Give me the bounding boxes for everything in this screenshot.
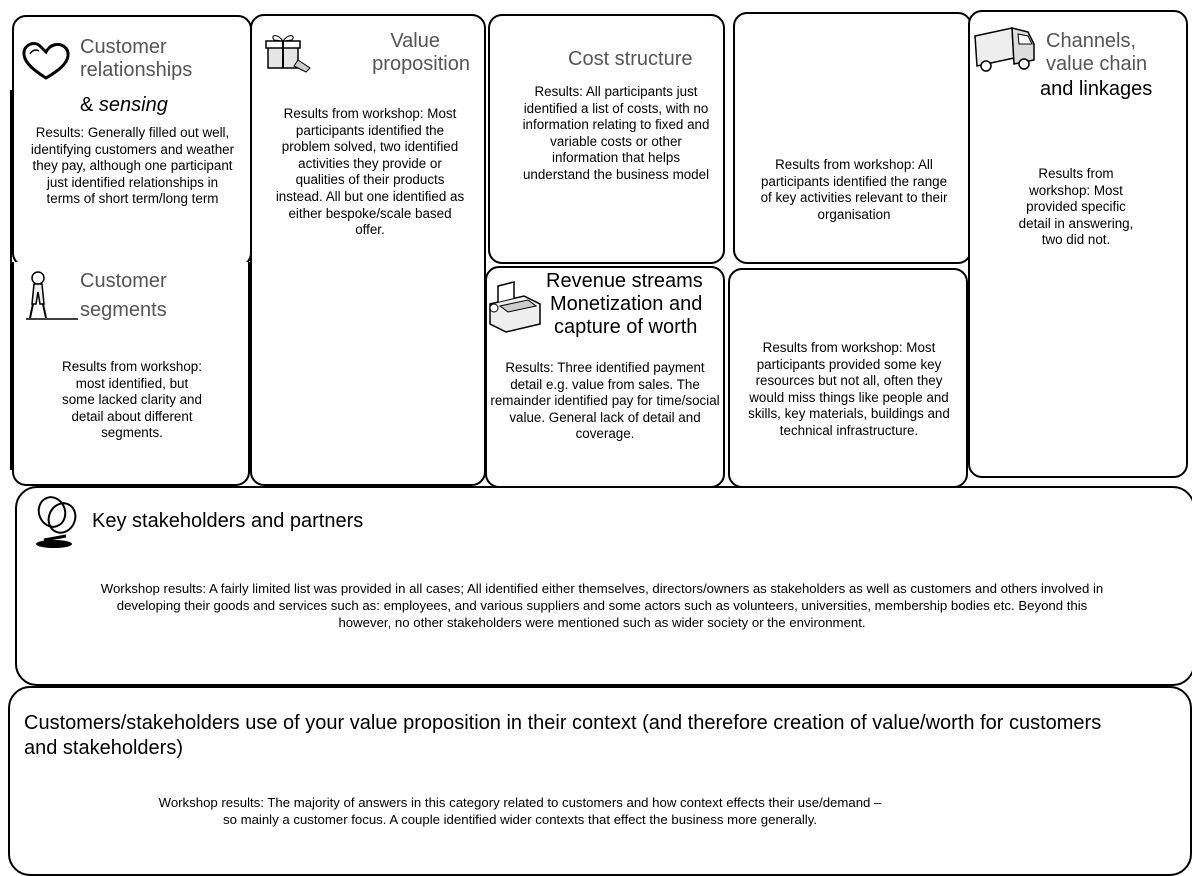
key-resources-results: Results from workshop: Most participants… <box>748 340 950 438</box>
customer-use-box <box>8 686 1192 876</box>
cost-structure-title: Cost structure <box>568 48 693 70</box>
customer-use-results: Workshop results: The majority of answer… <box>158 795 882 827</box>
channels-box <box>968 10 1188 478</box>
key-stakeholders-title: Key stakeholders and partners <box>92 510 364 532</box>
cost-structure-box <box>488 14 725 264</box>
customer-relationships-title: Customer relationships <box>80 36 193 81</box>
value-proposition-box <box>250 14 486 486</box>
customer-relationships-subtitle: & sensing <box>80 94 168 116</box>
gift-box-icon <box>265 35 311 73</box>
customer-use-title: Customers/stakeholders use of your value… <box>24 712 1102 759</box>
cash-register-icon <box>489 281 541 333</box>
value-proposition-title: Value proposition <box>372 30 470 75</box>
left-edge-line <box>10 90 12 470</box>
customer-segments-box <box>12 262 250 486</box>
channels-title: Channels, value chain and linkages <box>1040 30 1153 100</box>
linked-rings-icon <box>36 496 77 548</box>
heart-icon <box>22 42 70 80</box>
delivery-truck-icon <box>974 27 1035 72</box>
key-activities-results: Results from workshop: All participants … <box>760 157 948 222</box>
cost-structure-results: Results: All participants just identifie… <box>522 84 710 182</box>
channels-results: Results from workshop: Most provided spe… <box>1018 166 1134 248</box>
key-activities-box <box>733 12 972 264</box>
key-stakeholders-box <box>15 486 1192 686</box>
revenue-streams-results: Results: Three identified payment detail… <box>490 360 720 442</box>
revenue-streams-title: Revenue streams Monetization and capture… <box>546 270 703 338</box>
value-proposition-results: Results from workshop: Most participants… <box>275 106 465 238</box>
key-stakeholders-results: Workshop results: A fairly limited list … <box>100 581 1104 630</box>
key-resources-box <box>728 268 968 488</box>
person-icon <box>26 271 78 320</box>
customer-segments-results: Results from workshop: most identified, … <box>62 359 202 441</box>
customer-segments-title: Customer segments <box>80 270 167 321</box>
customer-relationships-results: Results: Generally filled out well, iden… <box>30 125 235 207</box>
